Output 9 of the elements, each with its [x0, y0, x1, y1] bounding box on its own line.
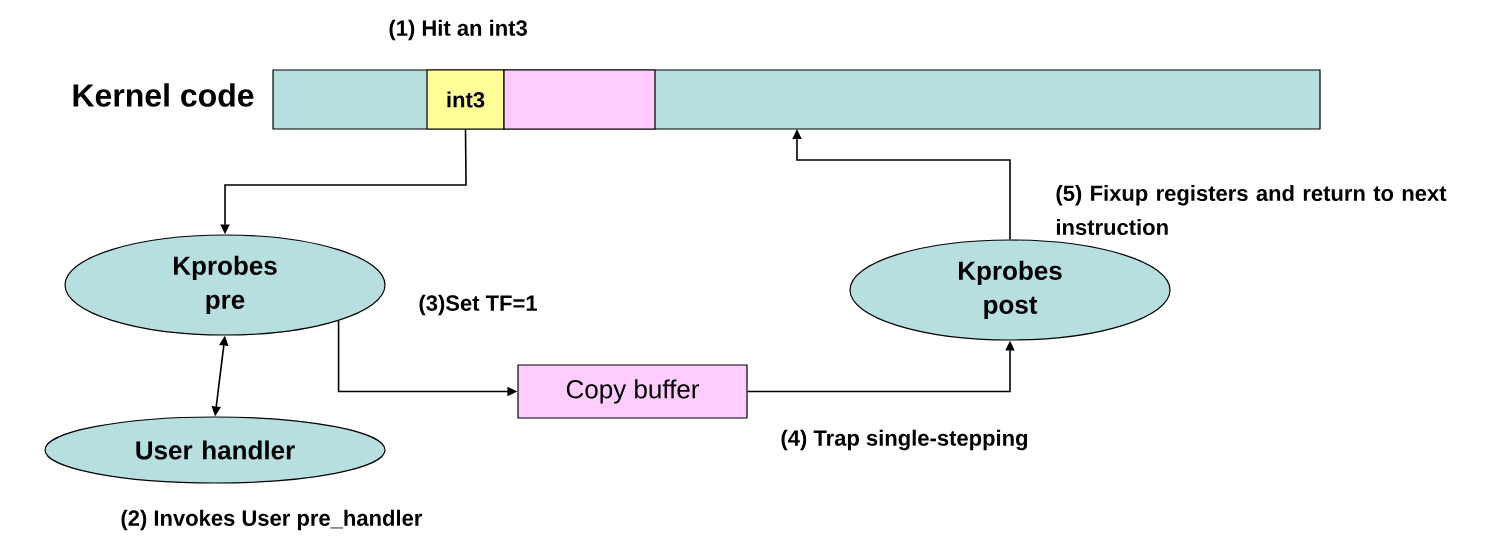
- step-label: (4) Trap single-stepping: [781, 429, 1028, 451]
- step-label: (3)Set TF=1: [419, 294, 537, 316]
- step-label: (2) Invokes User pre_handler: [121, 509, 423, 531]
- step-label: (1) Hit an int3: [389, 19, 527, 41]
- node-label: Kernel code: [73, 83, 254, 107]
- step-label: (5) Fixup registers and return to next instruction: [1056, 184, 1447, 236]
- instruction-box: int3: [426, 69, 505, 130]
- buffer-box: Copy buffer: [517, 364, 748, 419]
- instruction-box: [503, 69, 656, 130]
